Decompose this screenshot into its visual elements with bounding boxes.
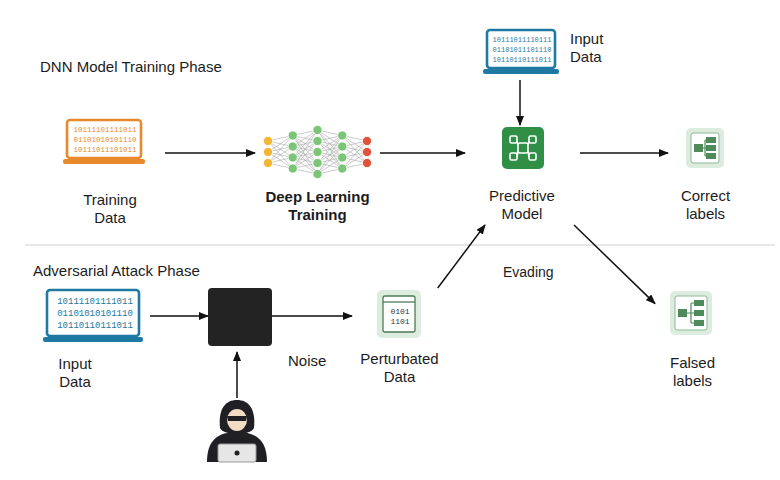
neuron [362, 147, 371, 156]
node-caption: Predictive Model [477, 187, 567, 223]
model-glyph-part [528, 141, 529, 145]
tree-leaf [694, 320, 704, 326]
neuron [313, 169, 322, 178]
flow-arrow [580, 152, 668, 154]
tree-branch [703, 140, 706, 156]
label-tile [686, 128, 724, 168]
node-icon [502, 127, 544, 169]
node-caption: Perturbated Data [352, 350, 447, 386]
hacker-laptop [218, 444, 256, 462]
model-glyph-part [518, 143, 528, 153]
window-bar [383, 301, 415, 302]
label-sheet [691, 133, 719, 163]
hacker-face [227, 409, 247, 431]
neuron [313, 147, 322, 156]
node-icon [260, 122, 375, 182]
neuron [362, 158, 371, 167]
tree-branch [687, 303, 694, 323]
model-glyph-part [529, 136, 536, 143]
model-glyph-part [517, 151, 518, 157]
phase-heading: DNN Model Training Phase [40, 58, 300, 76]
neuron [263, 158, 272, 167]
output-labels-node: Correct labels [668, 125, 743, 225]
binary-glyphs: 10111101111011 01101010101110 1011101110… [72, 125, 138, 155]
label-sheet [675, 296, 707, 330]
hacker-mask [227, 416, 247, 421]
laptop-base [63, 159, 145, 164]
noise-block [208, 288, 272, 346]
phase-divider [25, 244, 775, 245]
node-caption: Noise [288, 352, 338, 370]
neuron [288, 153, 297, 162]
neuron [362, 136, 371, 145]
output-labels-node: Falsed labels [655, 288, 730, 392]
tree-leaf [694, 300, 704, 306]
binary-glyphs: 0101 1101 [388, 307, 412, 327]
flow-arrow [272, 315, 352, 317]
model-glyph-part [510, 153, 517, 160]
tree-root [678, 309, 687, 317]
flow-arrow [438, 225, 485, 288]
attack-note: Evading [503, 263, 583, 281]
node-caption: Falsed labels [655, 354, 730, 390]
laptop-screen [487, 30, 555, 68]
label-tile [670, 291, 712, 335]
noise-node: Noise [208, 288, 272, 346]
node-caption: Input Data [570, 30, 618, 66]
hacker-figure [207, 400, 267, 462]
training-node: Deep Learning Training [255, 120, 380, 230]
tree-leaf [694, 310, 704, 316]
neuron [263, 136, 272, 145]
hacker-body [207, 432, 267, 462]
neuron [263, 147, 272, 156]
tree-leaf [706, 153, 716, 159]
neuron [313, 136, 322, 145]
node-icon [670, 291, 712, 335]
neuron [338, 131, 347, 140]
node-caption: Training Data [75, 191, 145, 227]
node-caption: Correct labels [668, 187, 743, 223]
laptop-base [43, 337, 143, 342]
binary-glyphs: 10111101111011 01101010101110 1011011011… [53, 296, 137, 332]
attacker-arrow [236, 352, 238, 398]
neuron [338, 142, 347, 151]
laptop-screen [67, 120, 141, 158]
flow-arrow [150, 315, 208, 317]
node-caption: Input Data [50, 355, 100, 391]
tree-leaf [706, 145, 716, 151]
neuron [313, 158, 322, 167]
node-icon [208, 288, 272, 346]
laptop-screen [47, 290, 139, 336]
phase-heading: Adversarial Attack Phase [33, 262, 293, 280]
perturbed-data-node: Perturbated Data [352, 288, 447, 390]
tree-root [694, 144, 703, 152]
model-glyph-part [529, 153, 536, 160]
hacker-laptop-logo [235, 451, 240, 456]
model-glyph-part [510, 136, 517, 143]
data-window [383, 296, 415, 332]
node-caption: Deep Learning Training [255, 188, 380, 224]
flow-arrow [519, 80, 521, 125]
flow-arrow [380, 152, 465, 154]
laptop-base [483, 69, 559, 74]
neuron [288, 131, 297, 140]
tree-leaf [706, 137, 716, 143]
data-tile [377, 290, 421, 338]
node-icon [686, 128, 724, 168]
neuron [338, 153, 347, 162]
neuron [338, 164, 347, 173]
binary-glyphs: 10111011110111 01101011101110 1011011011… [491, 35, 553, 65]
model-node: Predictive Model [465, 125, 580, 225]
hacker-hood [220, 400, 255, 434]
model-glyph-part [517, 141, 518, 145]
neuron [288, 164, 297, 173]
model-glyph-part [528, 151, 529, 157]
model-tile [502, 127, 544, 169]
model-glyph [510, 136, 536, 160]
neuron [288, 142, 297, 151]
flow-arrow [574, 225, 655, 304]
neuron [313, 125, 322, 134]
flow-arrow [165, 152, 255, 154]
